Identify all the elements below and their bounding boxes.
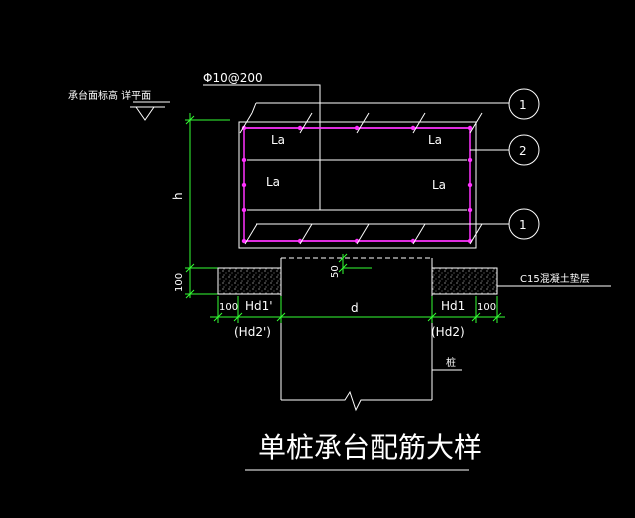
rebar-slash-marks bbox=[239, 112, 483, 245]
svg-text:2: 2 bbox=[519, 144, 527, 158]
vertical-dimension bbox=[185, 113, 230, 299]
lap-lines bbox=[247, 102, 509, 225]
la-mid-left: La bbox=[266, 175, 280, 189]
c15-label: C15混凝土垫层 bbox=[520, 272, 590, 285]
la-top-right: La bbox=[428, 133, 442, 147]
dim-50 bbox=[338, 253, 372, 274]
dim-100-right-label: 100 bbox=[477, 302, 496, 313]
dim-hd1-label: Hd1 bbox=[441, 299, 465, 313]
dim-hd2-label: (Hd2) bbox=[431, 325, 465, 339]
dim-hd2-prime-label: (Hd2') bbox=[234, 325, 271, 339]
svg-text:1: 1 bbox=[519, 218, 527, 232]
rebar-dots bbox=[241, 125, 473, 244]
drawing-title: 单桩承台配筋大样 bbox=[245, 431, 482, 471]
callout-1-bottom: 1 bbox=[508, 208, 540, 240]
callout-1-top: 1 bbox=[508, 88, 540, 120]
ground-level-marker: 承台面标高 详平面 bbox=[68, 89, 170, 121]
c15-bedding-right bbox=[431, 267, 498, 295]
title-text: 单桩承台配筋大样 bbox=[258, 431, 482, 464]
dim-h-label: h bbox=[171, 192, 185, 200]
la-top-left: La bbox=[271, 133, 285, 147]
dim-100-left-label: 100 bbox=[219, 302, 238, 313]
la-mid-right: La bbox=[432, 178, 446, 192]
c15-bedding-left bbox=[217, 267, 282, 295]
rebar-spec-label: Φ10@200 bbox=[203, 71, 263, 85]
dim-50-label: 50 bbox=[330, 265, 341, 278]
dim-hd1-prime-label: Hd1' bbox=[245, 299, 273, 313]
pile-callout: 桩 bbox=[432, 356, 462, 371]
pile-cap-outline bbox=[238, 121, 477, 249]
horizontal-dimension bbox=[210, 296, 505, 323]
dim-100-vertical-label: 100 bbox=[174, 273, 185, 292]
svg-text:1: 1 bbox=[519, 98, 527, 112]
rebar-spec-callout: Φ10@200 bbox=[203, 71, 321, 210]
c15-callout: C15混凝土垫层 bbox=[497, 272, 611, 287]
callout-2: 2 bbox=[470, 134, 540, 166]
dim-d-label: d bbox=[351, 301, 359, 315]
ground-level-note: 承台面标高 详平面 bbox=[68, 89, 151, 102]
pile-label: 桩 bbox=[446, 356, 456, 369]
pile bbox=[280, 257, 433, 412]
